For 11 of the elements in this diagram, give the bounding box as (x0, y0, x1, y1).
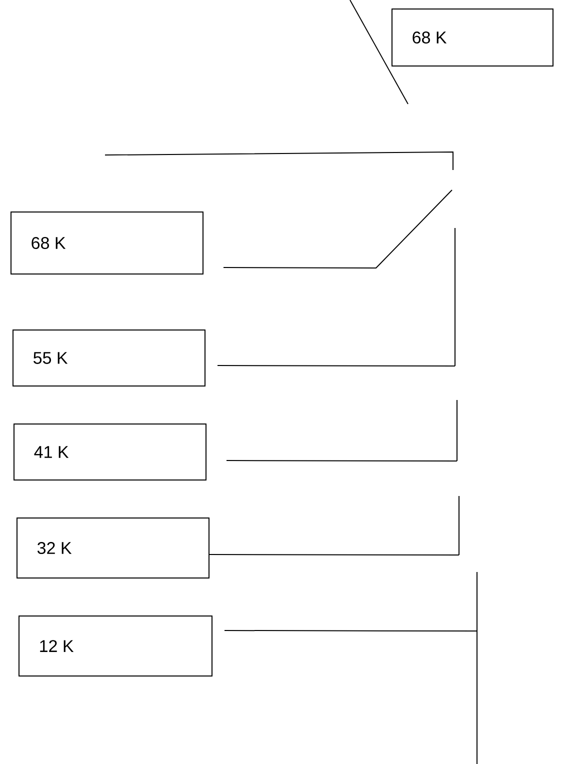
label-box: 55 K (12, 330, 206, 386)
label-box: 41 K (14, 424, 206, 480)
label-box: 68 K (392, 8, 554, 66)
leader-line (217, 365, 456, 366)
leader-line (224, 630, 478, 632)
label-box: 68 K (10, 212, 204, 274)
leader-line (226, 460, 458, 462)
leader-line (209, 554, 460, 556)
label-box: 12 K (18, 616, 212, 676)
label-box: 32 K (16, 518, 210, 578)
leader-line (223, 190, 452, 269)
